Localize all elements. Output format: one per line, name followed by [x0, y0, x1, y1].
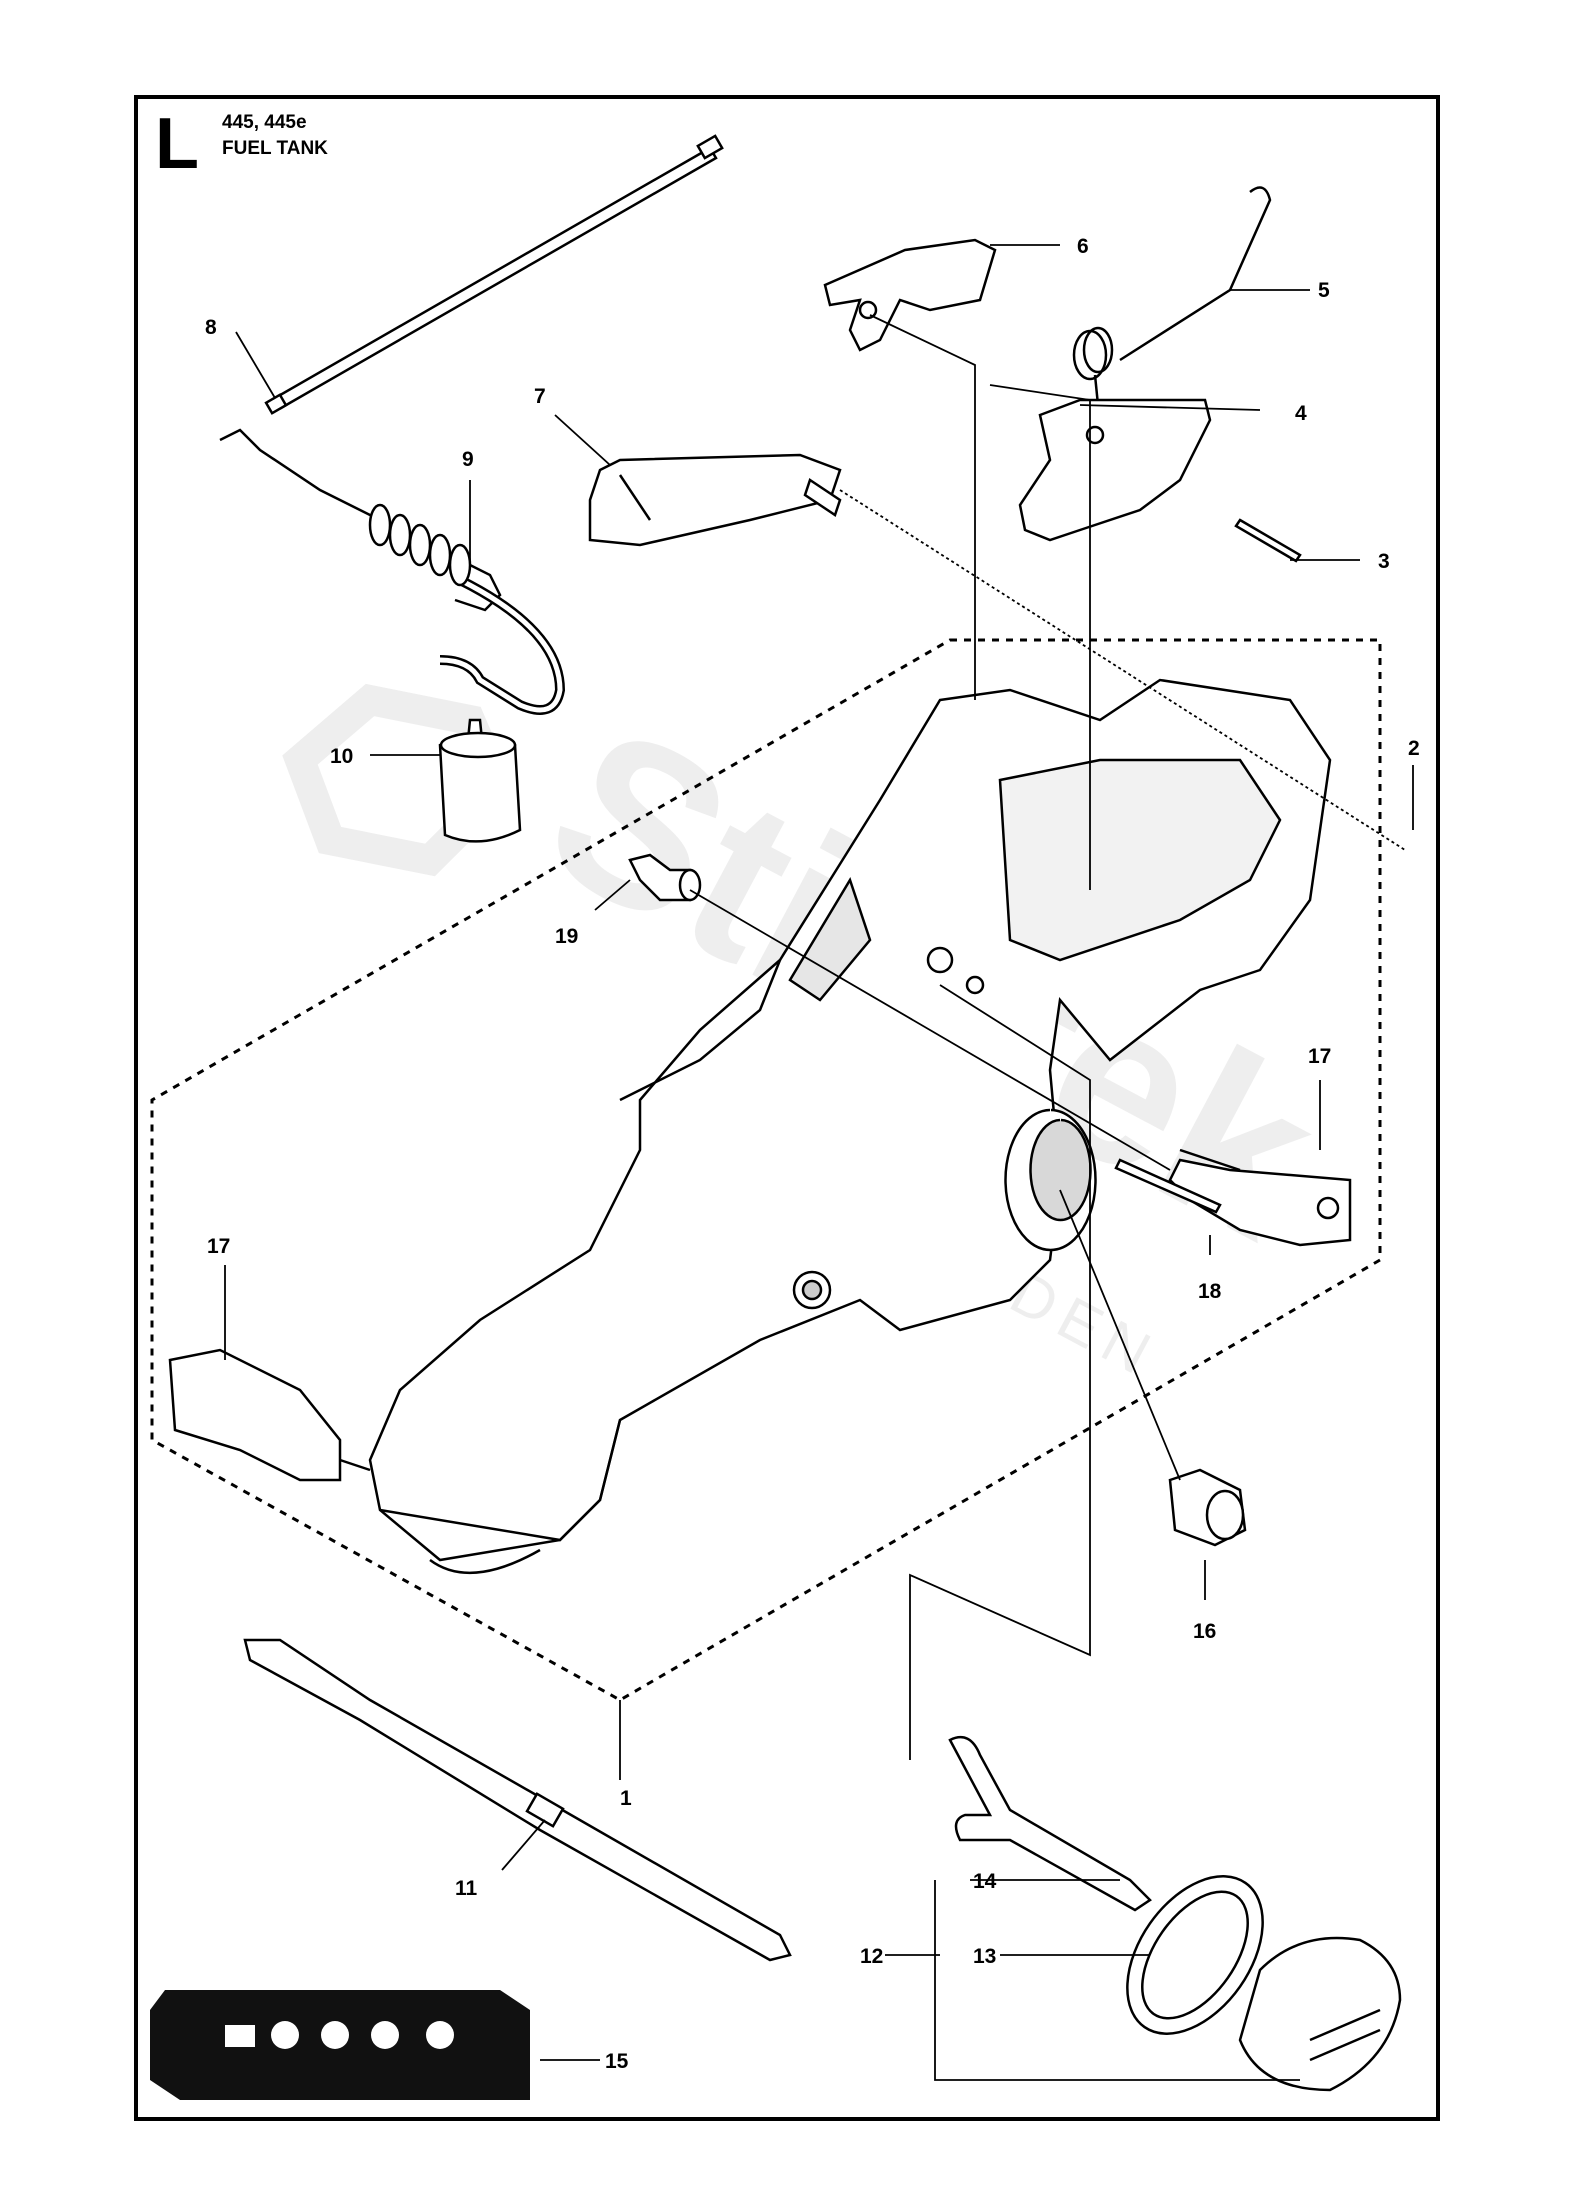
callout-19: 19	[555, 925, 578, 948]
part-4-throttle-trigger	[1018, 398, 1212, 542]
part-17-damper-left	[168, 1348, 371, 1482]
part-5-spring	[1072, 186, 1272, 406]
part-3-pin	[1234, 518, 1302, 563]
callout-17-right: 17	[1308, 1045, 1331, 1068]
callout-16: 16	[1193, 1620, 1216, 1643]
part-13-seal	[1126, 1875, 1264, 2035]
callout-15: 15	[605, 2050, 629, 2073]
part-11-hose	[243, 1638, 792, 1962]
callout-7: 7	[534, 385, 546, 408]
callout-12: 12	[860, 1945, 883, 1968]
callout-18: 18	[1198, 1280, 1222, 1303]
part-18-pin	[1114, 1158, 1222, 1214]
part-10-fuel-filter	[438, 718, 522, 843]
callout-17-left: 17	[207, 1235, 230, 1258]
part-6-trigger-lockout	[823, 238, 997, 352]
callout-6: 6	[1077, 235, 1089, 258]
callout-5: 5	[1318, 279, 1330, 302]
callout-11: 11	[455, 1877, 478, 1900]
callout-8: 8	[205, 316, 217, 339]
kit-boundary	[150, 638, 1382, 1702]
callout-13: 13	[973, 1945, 996, 1968]
callout-10: 10	[330, 745, 353, 768]
callout-4: 4	[1295, 402, 1307, 425]
part-15-warning-decal	[150, 1990, 530, 2100]
callout-labels: 1 2 3 4 5 6 7 8 9 10 11 12 13 14 15 16 1…	[205, 235, 1420, 2073]
part-8-rod	[264, 134, 724, 415]
section-letter: L	[155, 104, 199, 184]
part-16-nipple	[1168, 1468, 1247, 1547]
callout-1: 1	[620, 1787, 632, 1810]
callout-14: 14	[973, 1870, 997, 1893]
part-9-fuel-hose	[219, 428, 566, 715]
callout-3: 3	[1378, 550, 1390, 573]
fuel-tank-housing	[368, 678, 1332, 1575]
part-14-pickup-body	[948, 1735, 1152, 1912]
page-title: FUEL TANK	[222, 138, 328, 159]
part-12-fuel-cap	[1238, 1936, 1402, 2092]
diagram-frame	[134, 95, 1440, 2121]
callout-9: 9	[462, 448, 474, 471]
part-7-throttle-lock	[588, 453, 842, 547]
leader-lines	[224, 244, 1414, 2081]
model-number: 445, 445e	[222, 112, 307, 133]
callout-2: 2	[1408, 737, 1420, 760]
